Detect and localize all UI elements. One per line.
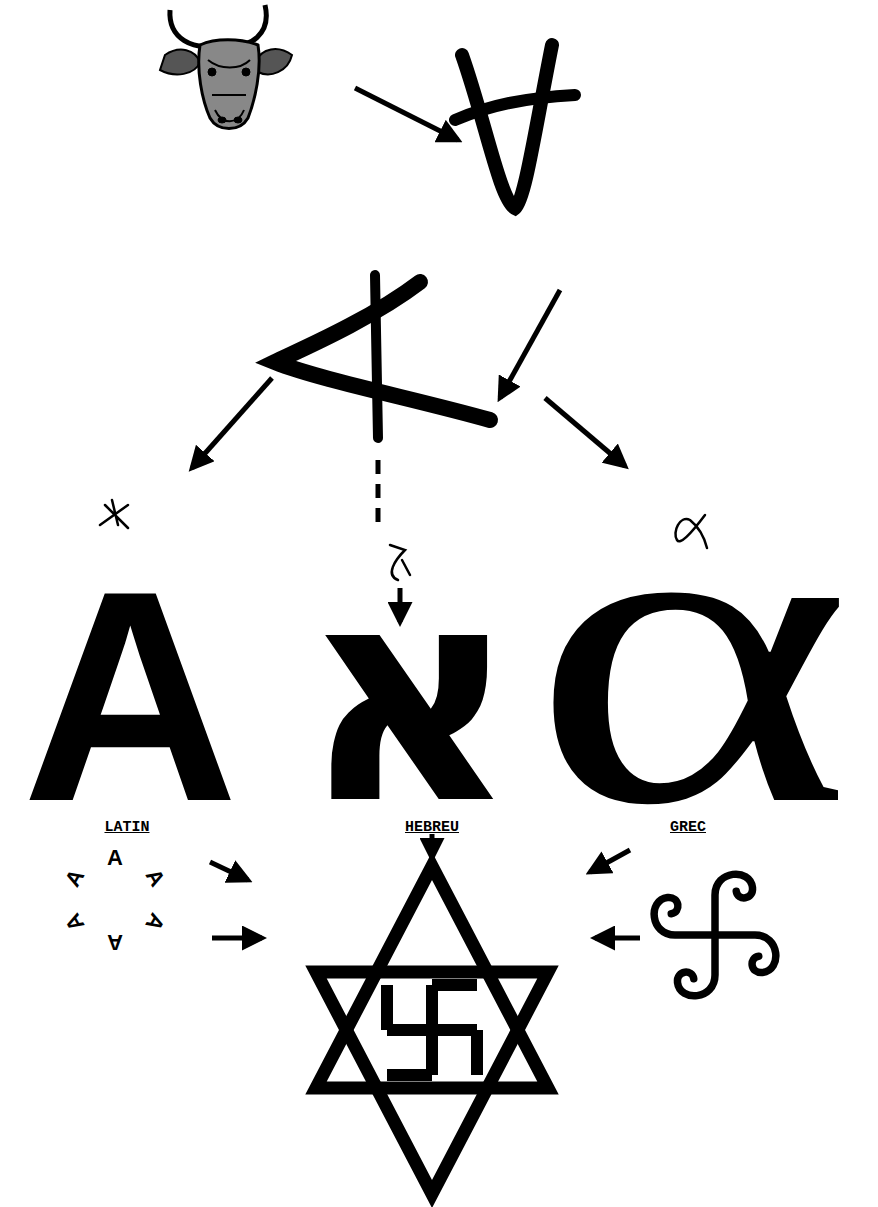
- ring-letter: A: [61, 866, 88, 891]
- proto-aleph: [455, 45, 575, 208]
- script-caption: GREC: [670, 820, 706, 835]
- rotated-aleph: [275, 275, 490, 438]
- latin-letter: A: [22, 546, 239, 846]
- ring-letter: A: [61, 910, 88, 935]
- greek-letter: α: [530, 432, 853, 872]
- hexagram-symbol: [316, 866, 548, 1194]
- ring-letter: A: [107, 847, 123, 869]
- ox-head: [160, 5, 292, 129]
- ring-letter: A: [107, 931, 123, 953]
- hebrew-letter: א: [300, 546, 518, 846]
- curled-cross: [654, 874, 776, 996]
- script-caption: HEBREU: [405, 820, 459, 835]
- ring-letter: A: [141, 866, 168, 891]
- ring-letter: A: [141, 910, 168, 935]
- script-caption: LATIN: [104, 820, 149, 835]
